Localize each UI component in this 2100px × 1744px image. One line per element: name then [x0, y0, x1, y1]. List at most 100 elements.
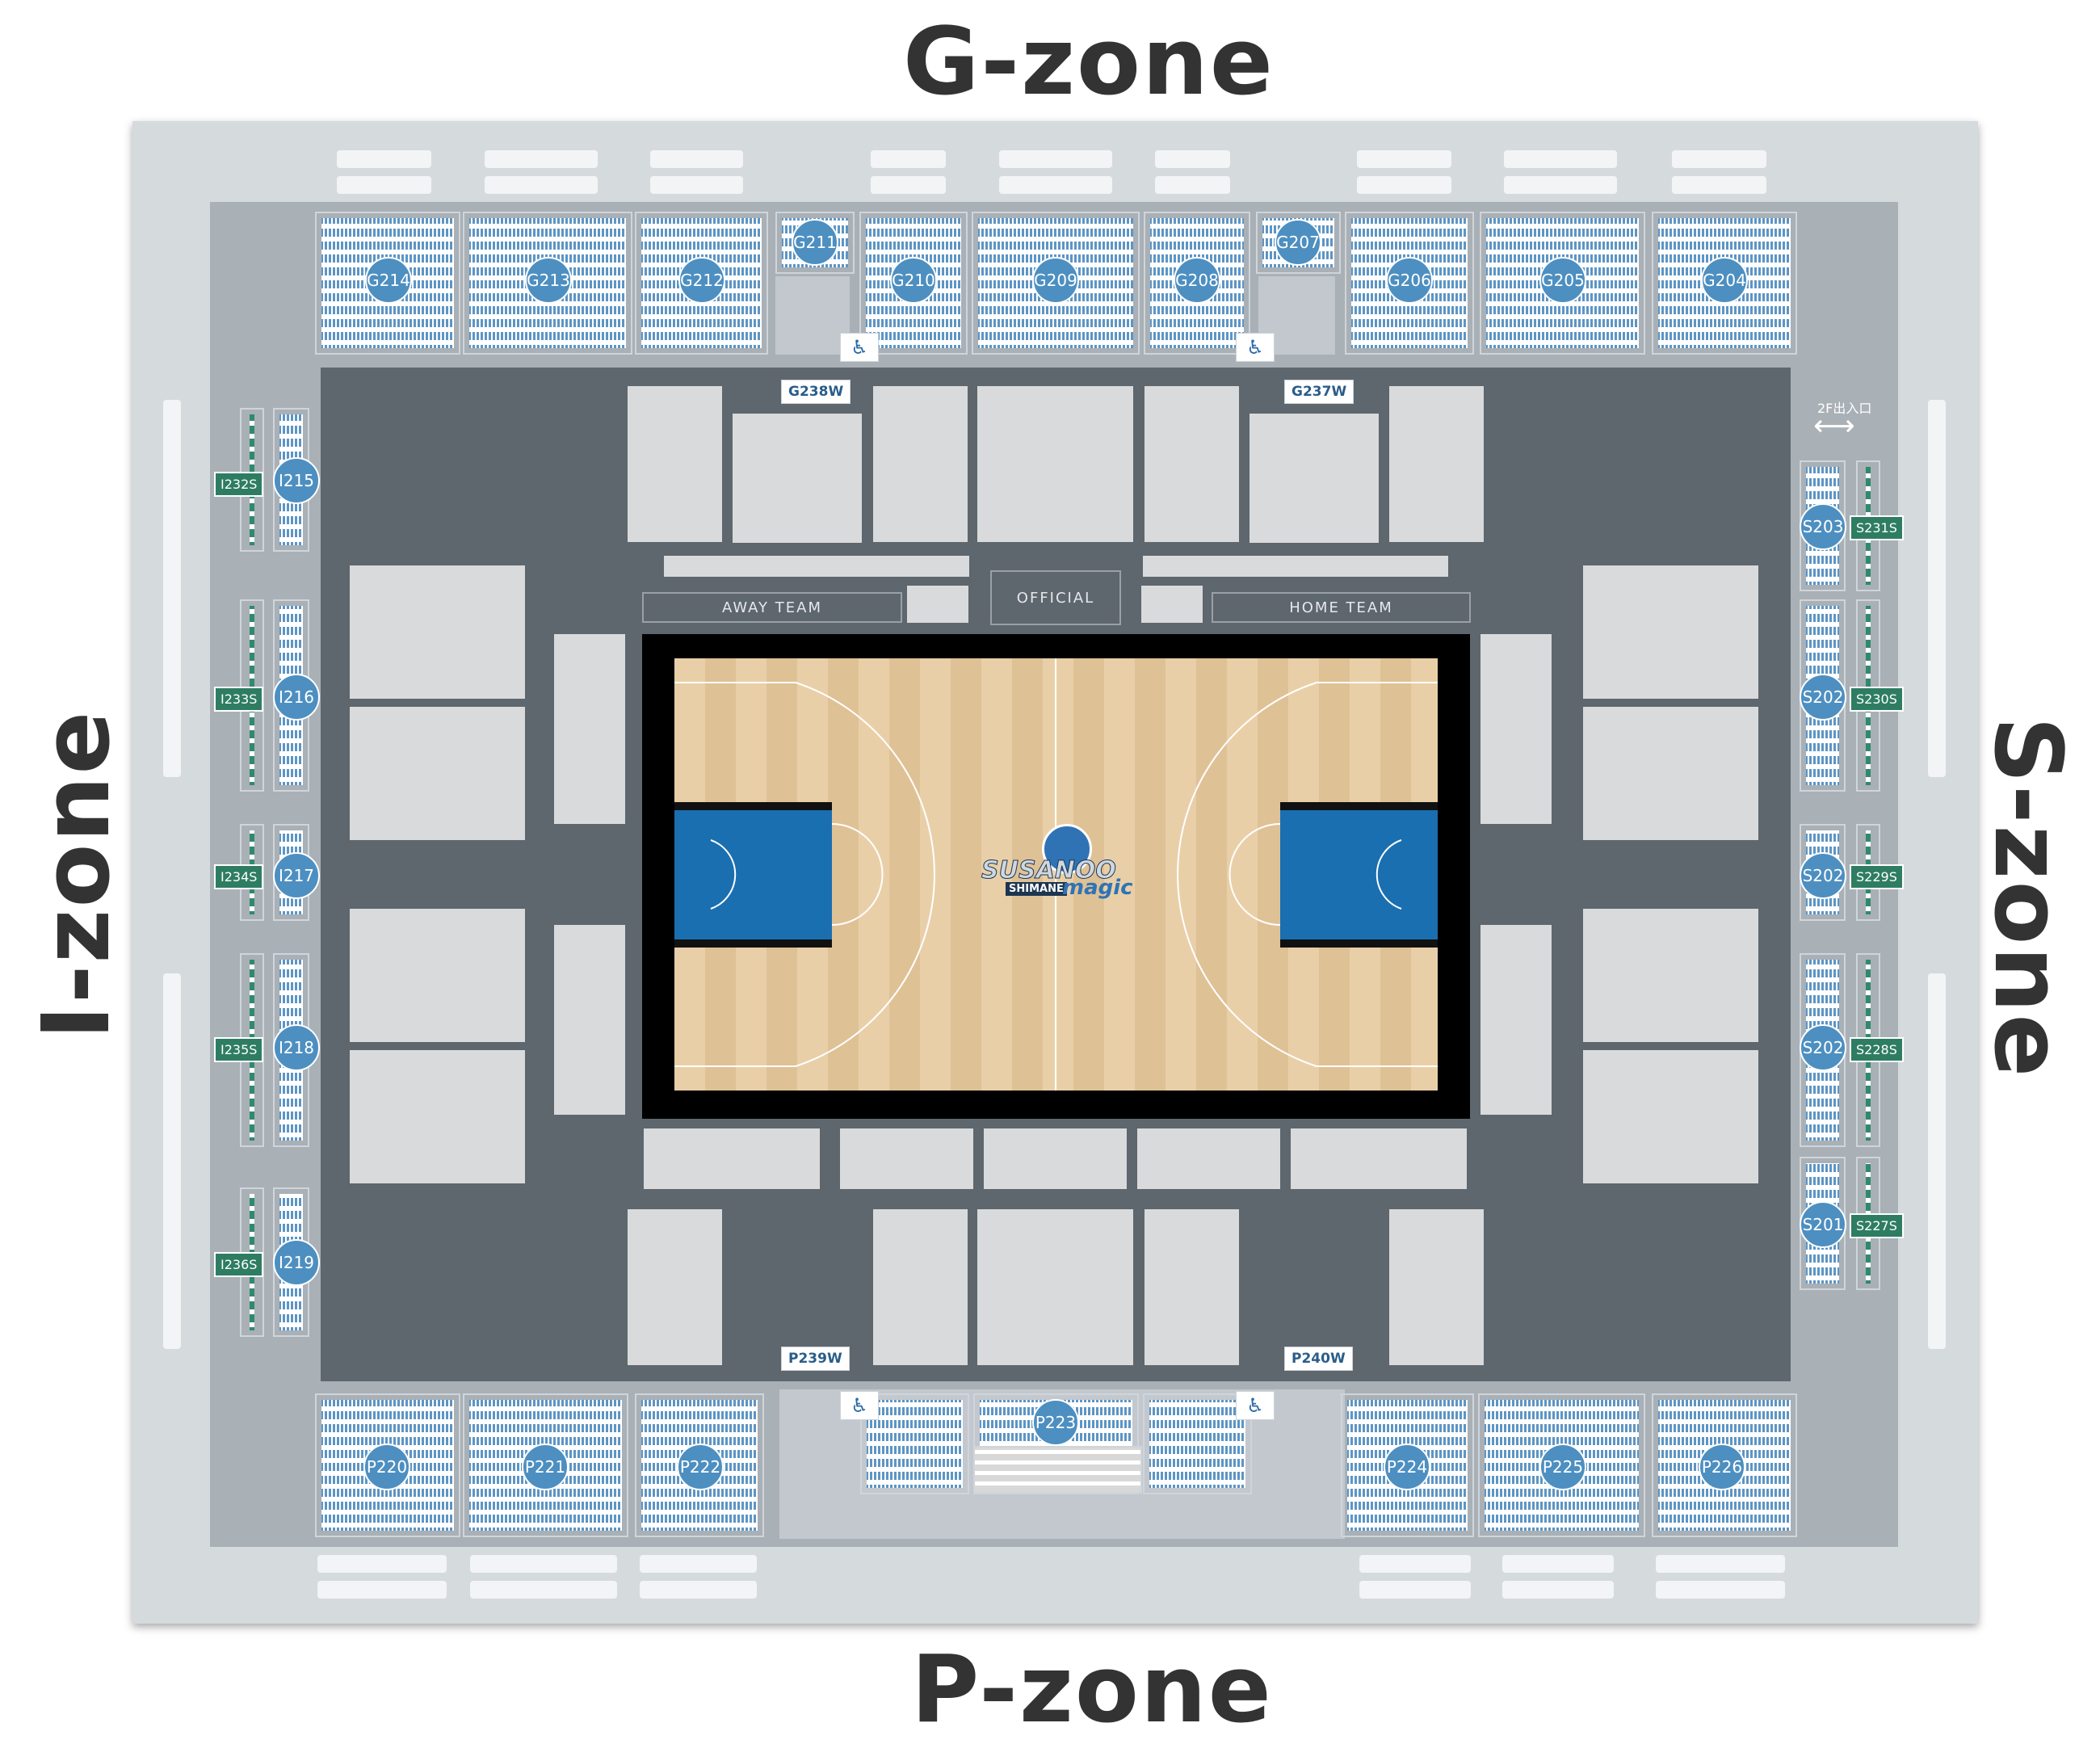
- floor-seat-block[interactable]: [1583, 565, 1758, 699]
- divider: [1905, 353, 1909, 1338]
- section-badge-g211[interactable]: G211: [792, 219, 838, 266]
- section-badge-g207[interactable]: G207: [1275, 219, 1321, 266]
- upper-seating-row: [640, 1581, 757, 1599]
- floor-seat-block[interactable]: [554, 925, 625, 1115]
- standing-tag-s227s[interactable]: S227S: [1850, 1213, 1904, 1238]
- unavailable-seats: [973, 1446, 1142, 1494]
- floor-seat-block[interactable]: [977, 1209, 1133, 1365]
- section-badge-p225[interactable]: P225: [1539, 1444, 1586, 1490]
- floor-seat-block[interactable]: [1291, 1128, 1467, 1189]
- floor-seat-block[interactable]: [628, 1209, 722, 1365]
- floor-seat-block[interactable]: [733, 414, 862, 543]
- floor-seat-block[interactable]: [1137, 1128, 1280, 1189]
- logo-text-magic: magic: [1062, 876, 1133, 900]
- section-badge-g212[interactable]: G212: [678, 257, 725, 304]
- standing-tag-i232s[interactable]: I232S: [214, 472, 264, 497]
- standing-tag-i235s[interactable]: I235S: [214, 1037, 264, 1062]
- section-badge-g209[interactable]: G209: [1032, 257, 1079, 304]
- section-badge-i219[interactable]: I219: [273, 1239, 320, 1286]
- floor-seat-block[interactable]: [1144, 386, 1239, 542]
- floor-seat-block[interactable]: [1480, 634, 1552, 824]
- section-badge-p223[interactable]: P223: [1032, 1399, 1079, 1446]
- upper-seating-row: [1656, 1581, 1785, 1599]
- wheelchair-tag-g237w[interactable]: G237W: [1284, 380, 1354, 404]
- floor-seat-block[interactable]: [350, 565, 525, 699]
- floor-seat-block[interactable]: [1250, 414, 1379, 543]
- section-badge-g210[interactable]: G210: [890, 257, 937, 304]
- wheelchair-icon: ♿: [1236, 1391, 1275, 1420]
- section-badge-s202-b[interactable]: S202: [1800, 852, 1846, 899]
- section-badge-g206[interactable]: G206: [1386, 257, 1433, 304]
- bench-row-home: [1143, 556, 1448, 577]
- floor-seat-block[interactable]: [350, 707, 525, 840]
- upper-seating-row: [640, 1555, 757, 1573]
- section-badge-g208[interactable]: G208: [1174, 257, 1220, 304]
- standing-tag-i233s[interactable]: I233S: [214, 687, 264, 712]
- section-badge-s201[interactable]: S201: [1800, 1201, 1846, 1248]
- section-badge-g214[interactable]: G214: [365, 257, 412, 304]
- floor-seat-block[interactable]: [1389, 386, 1484, 542]
- seat-section-g212[interactable]: [635, 212, 768, 355]
- section-badge-i216[interactable]: I216: [273, 674, 320, 721]
- section-badge-g204[interactable]: G204: [1701, 257, 1748, 304]
- wheelchair-icon: ♿: [840, 333, 879, 362]
- wheelchair-tag-p240w[interactable]: P240W: [1284, 1347, 1353, 1371]
- section-badge-g205[interactable]: G205: [1539, 257, 1586, 304]
- floor-seat-block[interactable]: [350, 909, 525, 1042]
- section-badge-p221[interactable]: P221: [522, 1444, 569, 1490]
- floor-seat-block[interactable]: [628, 386, 722, 542]
- standing-tag-i236s[interactable]: I236S: [214, 1252, 264, 1277]
- upper-seating-row: [1359, 1581, 1471, 1599]
- zone-title-top: G-zone: [903, 8, 1275, 116]
- home-team-bench: HOME TEAM: [1212, 592, 1471, 623]
- floor-seat-block[interactable]: [644, 1128, 820, 1189]
- floor-seat-block[interactable]: [840, 1128, 973, 1189]
- floor-seat-block[interactable]: [873, 1209, 968, 1365]
- floor-seat-block[interactable]: [1480, 925, 1552, 1115]
- section-badge-p224[interactable]: P224: [1384, 1444, 1430, 1490]
- floor-seat-block[interactable]: [554, 634, 625, 824]
- floor-seat-block[interactable]: [1583, 1050, 1758, 1183]
- upper-seating-row: [999, 150, 1112, 168]
- floor-seat-block[interactable]: [1144, 1209, 1239, 1365]
- seat-section-g213[interactable]: [463, 212, 632, 355]
- section-badge-s202-c[interactable]: S202: [1800, 1024, 1846, 1071]
- standing-tag-s230s[interactable]: S230S: [1850, 687, 1904, 712]
- seat-section-g209[interactable]: [972, 212, 1140, 355]
- floor-seat-block[interactable]: [984, 1128, 1127, 1189]
- standing-tag-s229s[interactable]: S229S: [1850, 864, 1904, 889]
- section-badge-p226[interactable]: P226: [1699, 1444, 1745, 1490]
- section-badge-g213[interactable]: G213: [525, 257, 572, 304]
- wheelchair-icon: ♿: [840, 1391, 879, 1420]
- wheelchair-tag-g238w[interactable]: G238W: [781, 380, 851, 404]
- section-badge-i217[interactable]: I217: [273, 852, 320, 899]
- team-logo: SUSANOO SHIMANE magic: [973, 824, 1135, 921]
- wheelchair-tag-p239w[interactable]: P239W: [781, 1347, 850, 1371]
- standing-tag-s228s[interactable]: S228S: [1850, 1037, 1904, 1062]
- floor-seat-block[interactable]: [350, 1050, 525, 1183]
- section-badge-s202-a[interactable]: S202: [1800, 674, 1846, 721]
- standing-tag-i234s[interactable]: I234S: [214, 864, 264, 889]
- floor-seat-block[interactable]: [1389, 1209, 1484, 1365]
- seat-section-p223-left[interactable]: [860, 1393, 969, 1494]
- upper-seating-row: [1155, 176, 1230, 194]
- logo-text-shimane: SHIMANE: [1006, 882, 1067, 896]
- logo-crest-icon: [1042, 824, 1092, 874]
- section-badge-p220[interactable]: P220: [363, 1444, 410, 1490]
- seat-section-p220[interactable]: [315, 1393, 460, 1537]
- floor-seat-block[interactable]: [977, 386, 1133, 542]
- upper-seating-column: [1928, 973, 1946, 1349]
- floor-seat-block[interactable]: [1583, 707, 1758, 840]
- upper-seating-row: [337, 150, 431, 168]
- floor-seat-block[interactable]: [1583, 909, 1758, 1042]
- standing-tag-s231s[interactable]: S231S: [1850, 515, 1904, 540]
- wheelchair-icon: ♿: [1236, 333, 1275, 362]
- seat-section-p223-right[interactable]: [1143, 1393, 1252, 1494]
- section-badge-s203[interactable]: S203: [1800, 503, 1846, 550]
- exit-arrow-icon: ⟷: [1813, 410, 1855, 443]
- floor-seat-block[interactable]: [873, 386, 968, 542]
- bench-row-away: [664, 556, 969, 577]
- section-badge-i218[interactable]: I218: [273, 1024, 320, 1071]
- section-badge-p222[interactable]: P222: [677, 1444, 724, 1490]
- section-badge-i215[interactable]: I215: [273, 457, 320, 504]
